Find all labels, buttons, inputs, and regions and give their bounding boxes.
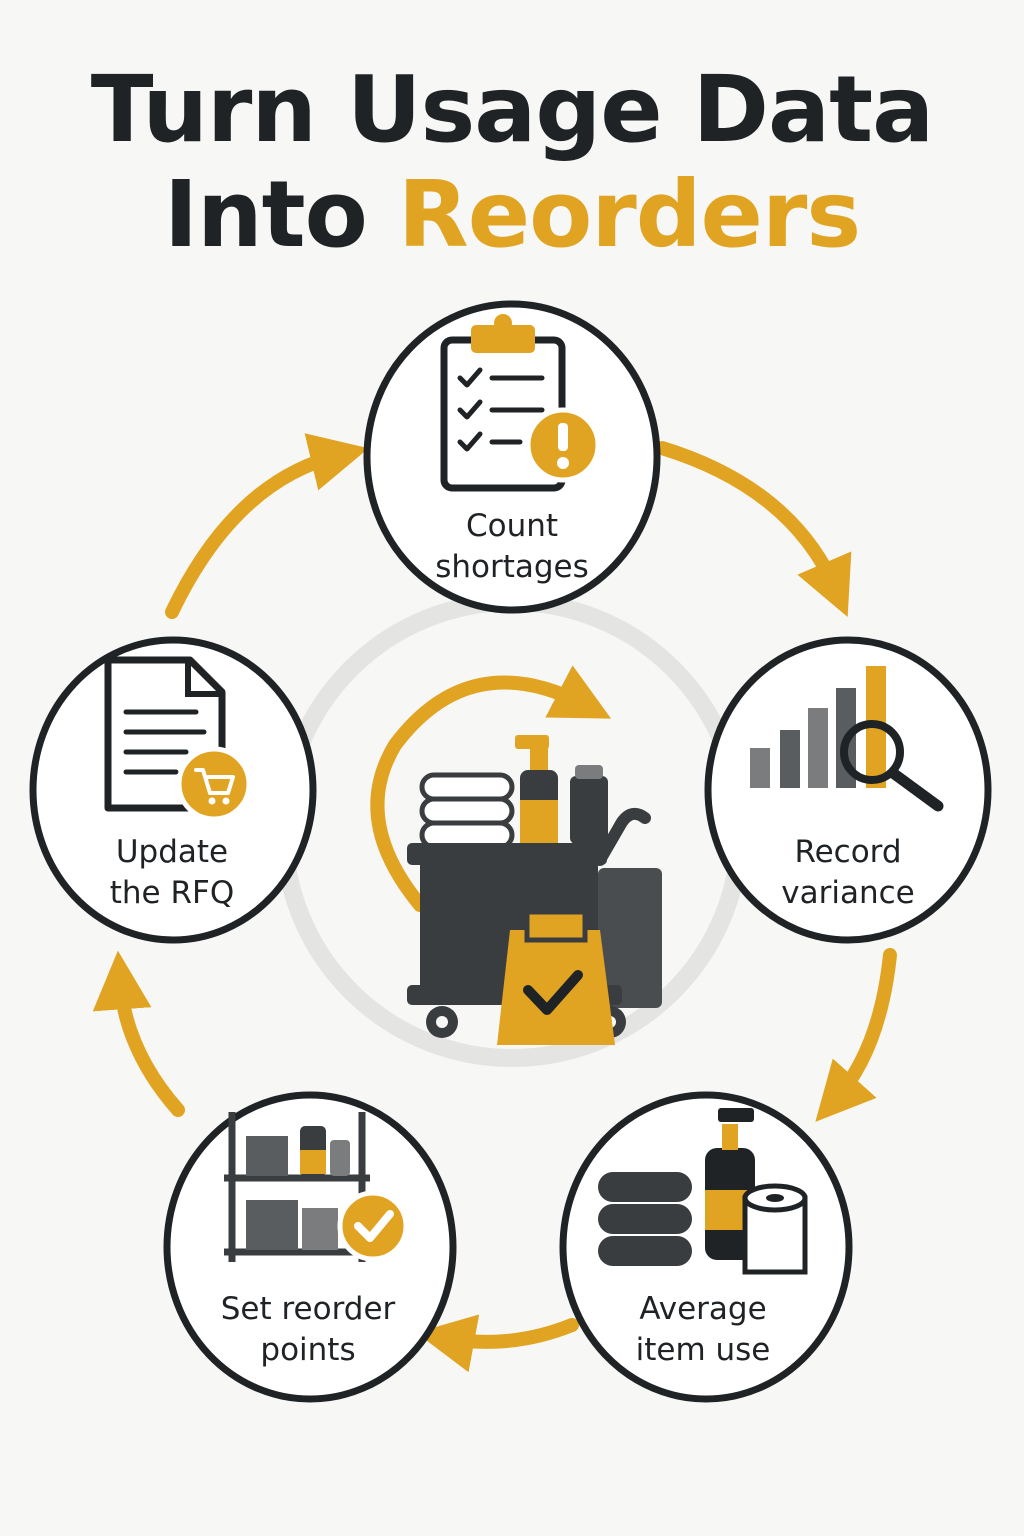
label-count-shortages: Count shortages [382, 506, 642, 588]
label-line: Update [115, 834, 229, 870]
arrow-update-to-count [165, 433, 369, 619]
label-line: Average [639, 1291, 767, 1327]
document-cart-icon [104, 656, 252, 822]
arrow-setpoints-to-update [92, 950, 185, 1117]
step-average-item-use [559, 1091, 853, 1403]
label-set-reorder-points: Set reorder points [178, 1289, 438, 1371]
step-update-the-rfq [29, 636, 317, 944]
title-accent: Reorders [397, 161, 861, 268]
step-record-variance [704, 636, 992, 944]
clipboard-alert-icon [440, 314, 601, 492]
label-line: points [260, 1332, 356, 1368]
cleaning-cart-icon [407, 735, 662, 1045]
label-line: Count [465, 508, 559, 544]
title-line-2: Into Reorders [0, 165, 1024, 265]
label-line: variance [781, 875, 915, 911]
step-count-shortages [363, 300, 661, 614]
arrow-record-to-average [815, 948, 897, 1122]
step-set-reorder-points [163, 1091, 457, 1403]
label-record-variance: Record variance [718, 832, 978, 914]
center-cycle-arrow [370, 665, 612, 912]
title-prefix: Into [163, 161, 398, 268]
label-line: the RFQ [109, 875, 235, 911]
arrow-average-to-setpoints [416, 1314, 579, 1373]
arrow-count-to-record [655, 441, 852, 617]
label-line: Set reorder [220, 1291, 396, 1327]
label-update-the-rfq: Update the RFQ [42, 832, 302, 914]
bar-chart-magnifier-icon [750, 666, 944, 812]
label-line: item use [635, 1332, 771, 1368]
towels-soap-tissue-icon [598, 1108, 808, 1275]
label-line: Record [794, 834, 902, 870]
title-line-1: Turn Usage Data [90, 56, 934, 163]
label-line: shortages [435, 549, 589, 585]
shelf-check-icon [224, 1112, 409, 1262]
label-average-item-use: Average item use [573, 1289, 833, 1371]
